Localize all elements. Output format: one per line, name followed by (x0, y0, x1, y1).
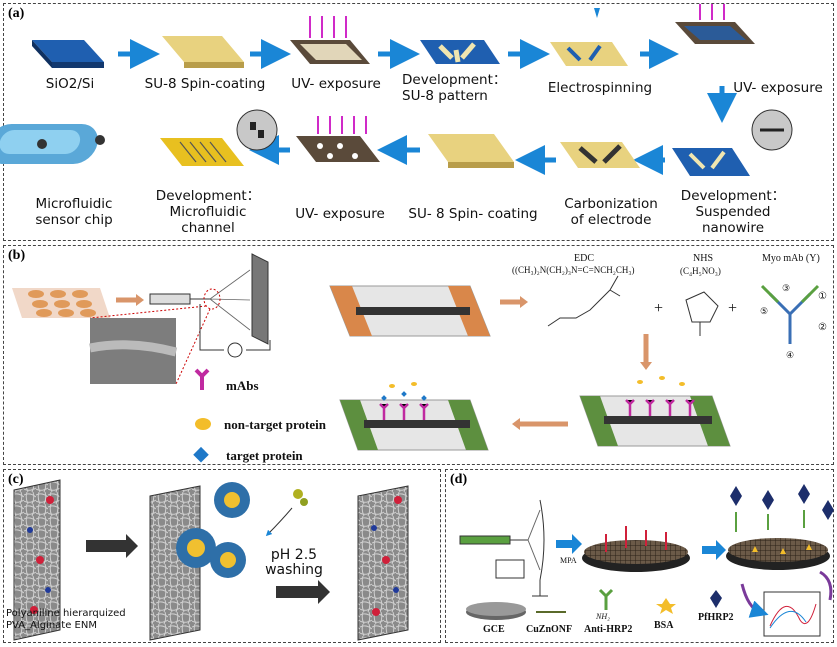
a-step-dev-su8: Development： SU-8 pattern (402, 72, 507, 104)
panel-c-frame (3, 469, 441, 643)
d-pfhrp2-icon (710, 590, 722, 608)
b-chip-green-left (339, 382, 489, 451)
b-nhs-title: NHS (693, 253, 714, 264)
d-mpa-label: MPA (560, 556, 577, 565)
a-step-electrospinning: Electrospinning (547, 80, 653, 96)
c-arrow-1 (86, 534, 138, 558)
panel-d-frame (445, 469, 834, 643)
a-carbonized-electrode (560, 142, 640, 168)
b-arrow-2 (500, 296, 528, 308)
b-num-1: ① (818, 291, 827, 302)
mabs-icon (194, 368, 210, 390)
b-num-4: ④ (786, 350, 795, 360)
a-electrospinning (550, 8, 628, 66)
b-nhs-formula: (C₄H₅NO₃) (680, 266, 721, 276)
b-chip-orange (329, 285, 491, 337)
c-released-particles (265, 489, 308, 537)
c-membrane-2 (149, 482, 250, 641)
b-num-2: ② (818, 322, 827, 333)
a-step-sio2: SiO2/Si (45, 76, 95, 92)
a-sio2-wafer (32, 40, 104, 68)
a-uv-exposure-2 (675, 4, 755, 44)
b-arrow-1 (116, 294, 144, 306)
c-caption: Polyaniline hierarquized PVA_Alginate EN… (6, 608, 126, 631)
b-plus-1: + (654, 300, 664, 317)
panel-a-label: (a) (8, 6, 25, 21)
b-electrospinning-setup (89, 253, 271, 385)
a-microfluidic-chip (0, 124, 105, 164)
d-bsa-label: BSA (654, 620, 674, 631)
c-arrow-2 (276, 580, 330, 604)
a-su8-coated-wafer (162, 36, 244, 68)
target-protein-icon (193, 446, 209, 463)
b-legend-nontarget: non-target protein (224, 417, 326, 432)
a-uv-exposure-3 (296, 116, 380, 162)
a-step-uv-1: UV- exposure (291, 76, 381, 92)
a-microfluidic-channel-chip (160, 109, 278, 166)
b-myo-title: Myo mAb (Y) (762, 253, 820, 264)
b-nhs-structure (685, 291, 719, 336)
a-step-dev-nanowire: Development： Suspended nanowire (680, 188, 786, 236)
panel-d-label: (d) (450, 472, 468, 487)
d-arrow-2 (702, 540, 726, 560)
b-legend-target: target protein (226, 448, 303, 463)
b-sem-fiber (89, 340, 178, 357)
b-edc-formula: ((CH₃)₂N(CH₂)₃N=C=NCH₂CH₃) (512, 265, 635, 275)
b-edc-structure (547, 275, 621, 327)
a-step-uv-3: UV- exposure (295, 206, 385, 222)
d-electrode-mpa (582, 526, 690, 572)
b-num-3: ③ (782, 283, 791, 293)
a-arrows (118, 39, 737, 175)
panel-b-label: (b) (8, 248, 26, 263)
panel-b-frame (3, 245, 834, 465)
a-step-carbonization: Carbonization of electrode (564, 196, 658, 228)
b-arrow-down (640, 334, 652, 370)
c-membrane-3 (357, 485, 409, 641)
b-electrode-array (12, 288, 110, 318)
a-su8-pattern (420, 40, 500, 64)
b-arrow-3 (512, 418, 568, 430)
b-plus-2: + (728, 300, 738, 317)
d-cuznonf-label: CuZnONF (526, 624, 573, 635)
d-electrospinning-setup (459, 499, 548, 597)
a-su8-spin-coating-2 (428, 134, 514, 168)
a-step-sensor-chip: Microfluidic sensor chip (35, 196, 113, 228)
non-target-protein-icon (195, 418, 211, 430)
d-gce-label: GCE (483, 624, 505, 635)
a-step-uv-2: UV- exposure (733, 80, 823, 96)
a-step-su8-spin-2: SU- 8 Spin- coating (408, 206, 538, 222)
c-membrane-1 (13, 479, 61, 641)
d-cv-plot (740, 570, 833, 637)
d-arrow-1 (556, 534, 582, 554)
b-chip-green-right (579, 376, 731, 447)
panel-c-label: (c) (8, 472, 24, 487)
d-anti-hrp2-icon (598, 588, 614, 610)
a-suspended-nanowire (672, 109, 793, 176)
b-num-5: ⑤ (760, 306, 769, 316)
a-step-dev-microfluidic: Development： Microfluidic channel (155, 188, 261, 236)
b-edc-title: EDC (574, 253, 594, 264)
a-step-su8-spin: SU-8 Spin-coating (144, 76, 266, 92)
d-electrode-antibody (726, 484, 834, 570)
a-uv-exposure-1 (290, 16, 370, 64)
panel-a-frame (3, 3, 834, 241)
d-bsa-icon (656, 598, 676, 614)
b-legend-mabs: mAbs (226, 378, 259, 393)
b-antibody (760, 284, 820, 344)
d-gce-icon (466, 602, 526, 620)
d-anti-hrp2-label: Anti-HRP2 (584, 624, 633, 635)
d-pfhrp2-label: PfHRP2 (698, 612, 734, 623)
c-ph-label: pH 2.5 washing (265, 547, 323, 578)
d-nh2-label: NH₂ (596, 612, 610, 621)
